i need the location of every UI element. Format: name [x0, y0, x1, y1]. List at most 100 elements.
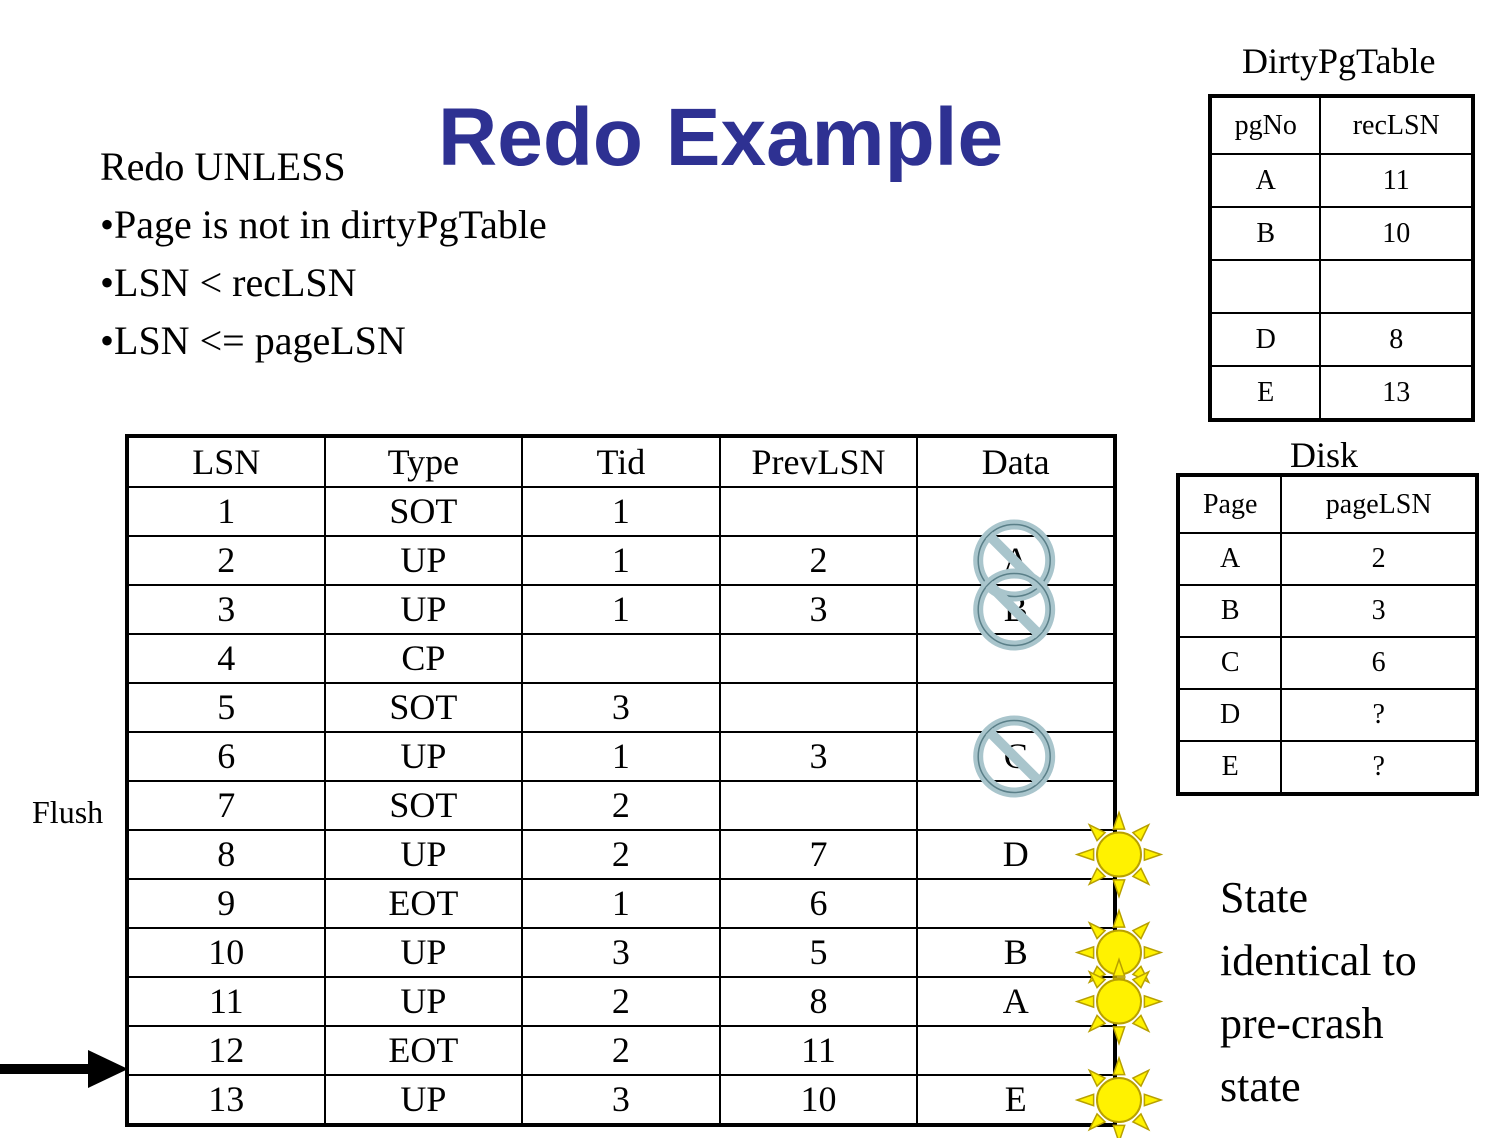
cell-pagelsn: 2 [1280, 532, 1478, 586]
cell-pgno: D [1208, 312, 1322, 367]
table-row: D? [1176, 688, 1478, 742]
state-note-line: State [1220, 873, 1308, 922]
cell-data [916, 682, 1116, 733]
cell-prevlsn [718, 780, 919, 831]
cell-pagelsn: 3 [1280, 584, 1478, 638]
cell-data [916, 486, 1116, 537]
cell-tid: 2 [521, 829, 721, 880]
cell-tid: 1 [521, 486, 721, 537]
cell-reclsn: 10 [1319, 206, 1474, 261]
cell-pagelsn: 6 [1280, 636, 1478, 690]
cell-type: UP [323, 829, 524, 880]
cell-type: CP [323, 633, 524, 684]
table-row: E? [1176, 740, 1478, 795]
cell-pagelsn: ? [1280, 740, 1478, 795]
rule-heading: Redo UNLESS [100, 144, 346, 189]
cell-data: B [916, 584, 1116, 635]
cell-tid: 3 [521, 1074, 721, 1126]
cell-tid: 2 [521, 976, 721, 1027]
cell-reclsn [1319, 259, 1474, 314]
cell-reclsn: 13 [1319, 365, 1474, 421]
cell-data [916, 1025, 1116, 1076]
cell-data: E [916, 1074, 1116, 1126]
cell-type: SOT [323, 486, 524, 537]
cell-lsn: 13 [126, 1074, 326, 1126]
col-header-pagelsn: pageLSN [1280, 474, 1478, 534]
state-note: State identical to pre-crash state [1220, 866, 1417, 1118]
state-note-line: state [1220, 1062, 1301, 1111]
col-header-data: Data [916, 435, 1116, 488]
cell-type: UP [323, 1074, 524, 1126]
cell-lsn: 11 [126, 976, 326, 1027]
cell-tid: 1 [521, 878, 721, 929]
col-header-prevlsn: PrevLSN [718, 435, 919, 488]
cell-lsn: 4 [126, 633, 326, 684]
cell-tid: 3 [521, 927, 721, 978]
cell-page: C [1176, 636, 1283, 690]
cell-type: UP [323, 976, 524, 1027]
state-note-line: identical to [1220, 936, 1417, 985]
cell-prevlsn: 8 [718, 976, 919, 1027]
rule-item: •LSN <= pageLSN [100, 318, 406, 363]
flush-label: Flush [32, 794, 104, 830]
dirty-page-table-caption: DirtyPgTable [1242, 41, 1436, 81]
cell-pgno: A [1208, 153, 1322, 208]
dirty-page-table-header-row: pgNo recLSN [1208, 95, 1474, 155]
cell-lsn: 10 [126, 927, 326, 978]
cell-data: C [916, 731, 1116, 782]
cell-tid: 2 [521, 780, 721, 831]
cell-prevlsn: 6 [718, 878, 919, 929]
cell-type: SOT [323, 682, 524, 733]
cell-type: EOT [323, 878, 524, 929]
cell-prevlsn: 10 [718, 1074, 919, 1126]
col-header-lsn: LSN [126, 435, 326, 488]
cell-prevlsn: 3 [718, 584, 919, 635]
col-header-reclsn: recLSN [1319, 95, 1474, 155]
cell-tid: 1 [521, 535, 721, 586]
cell-lsn: 9 [126, 878, 326, 929]
cell-pgno: B [1208, 206, 1322, 261]
cell-data: A [916, 535, 1116, 586]
cell-tid: 3 [521, 682, 721, 733]
cell-page: D [1176, 688, 1283, 742]
col-header-tid: Tid [521, 435, 721, 488]
cell-lsn: 3 [126, 584, 326, 635]
cell-prevlsn [718, 486, 919, 537]
state-note-line: pre-crash [1220, 999, 1384, 1048]
cell-tid: 1 [521, 731, 721, 782]
cell-tid: 2 [521, 1025, 721, 1076]
cell-type: SOT [323, 780, 524, 831]
col-header-pgno: pgNo [1208, 95, 1322, 155]
cell-tid: 1 [521, 584, 721, 635]
table-row [1208, 259, 1474, 314]
current-position-arrow-icon [0, 1050, 128, 1088]
cell-type: UP [323, 927, 524, 978]
cell-type: UP [323, 584, 524, 635]
cell-lsn: 8 [126, 829, 326, 880]
cell-lsn: 7 [126, 780, 326, 831]
cell-prevlsn: 11 [718, 1025, 919, 1076]
rule-item: •Page is not in dirtyPgTable [100, 202, 547, 247]
col-header-type: Type [323, 435, 524, 488]
cell-lsn: 1 [126, 486, 326, 537]
cell-lsn: 6 [126, 731, 326, 782]
cell-lsn: 2 [126, 535, 326, 586]
